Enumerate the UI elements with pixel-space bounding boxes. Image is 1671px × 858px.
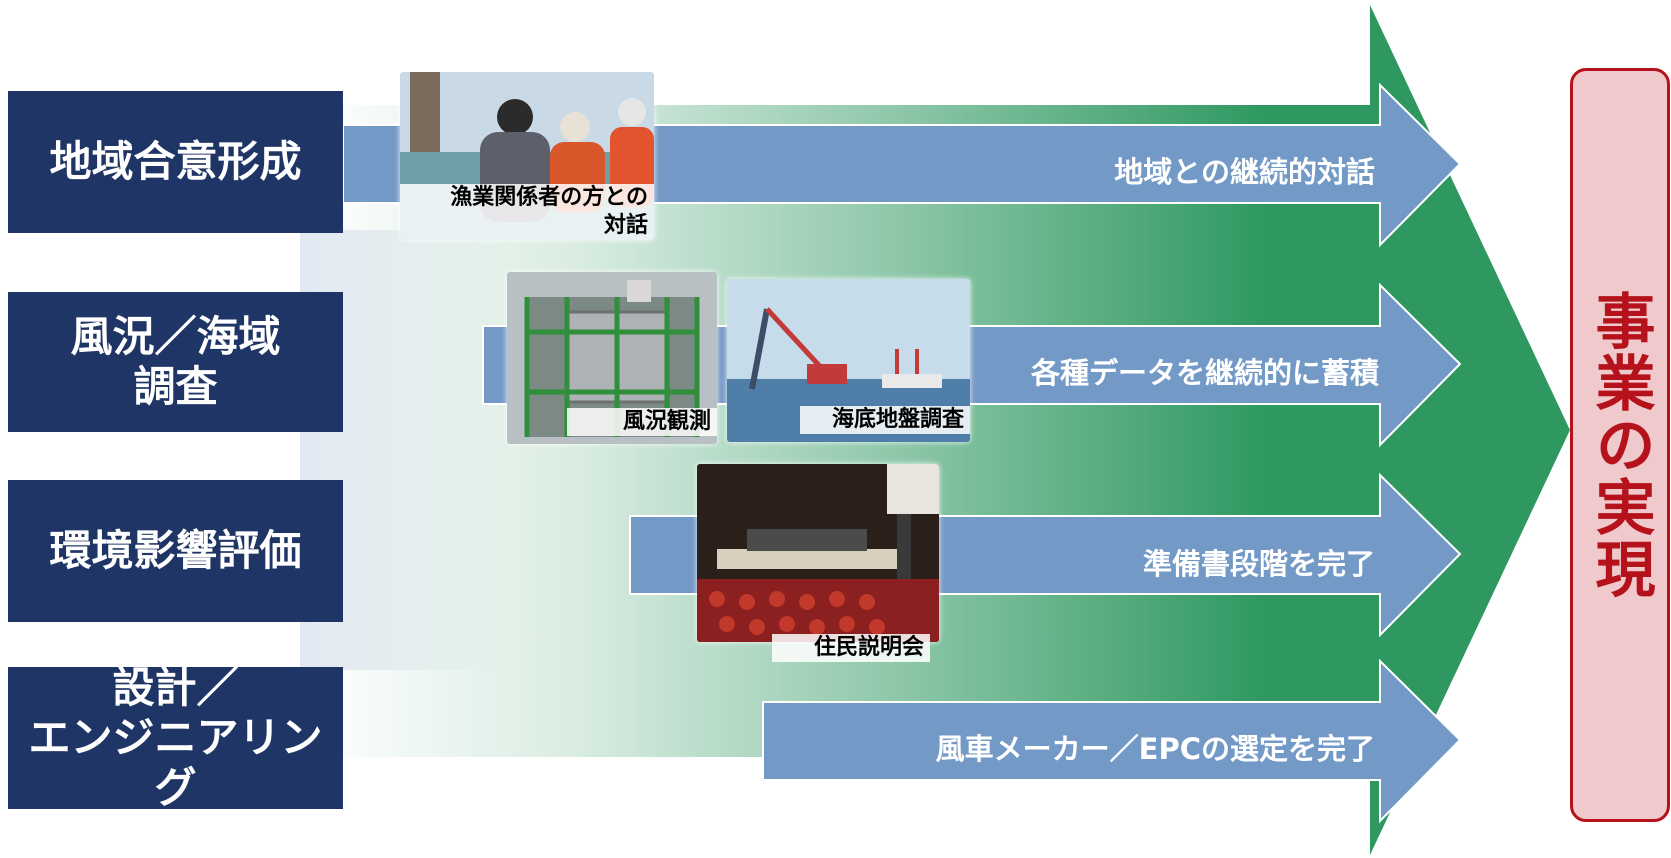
seabed-survey-photo: 海底地盤調査 [727, 279, 970, 442]
photo-caption-fishery: 漁業関係者の方との 対話 [400, 184, 654, 240]
arrow-text-2: 各種データを継続的に蓄積 [1030, 356, 1379, 390]
row-arrow-4 [762, 658, 1462, 824]
photo-caption-meeting: 住民説明会 [772, 634, 930, 662]
arrow-text-3: 準備書段階を完了 [1142, 547, 1375, 581]
arrow-text-1: 地域との継続的対話 [1114, 155, 1375, 189]
label-design-engineering: 設計／ エンジニアリング [8, 663, 343, 812]
photo-caption-seabed: 海底地盤調査 [800, 406, 970, 434]
fishery-dialogue-photo: 漁業関係者の方との 対話 [400, 72, 654, 240]
wind-observation-photo: 風況観測 [507, 272, 717, 444]
photo-caption-wind: 風況観測 [567, 408, 717, 436]
goal-box: 事業の実現 [1570, 68, 1670, 822]
resident-meeting-photo [697, 464, 939, 642]
label-community-consensus: 地域合意形成 [8, 91, 343, 233]
arrow-text-4: 風車メーカー／EPCの選定を完了 [935, 732, 1375, 766]
label-environmental-assessment: 環境影響評価 [8, 480, 343, 622]
goal-text: 事業の実現 [1585, 290, 1655, 600]
label-wind-sea-survey: 風況／海域 調査 [8, 292, 343, 432]
